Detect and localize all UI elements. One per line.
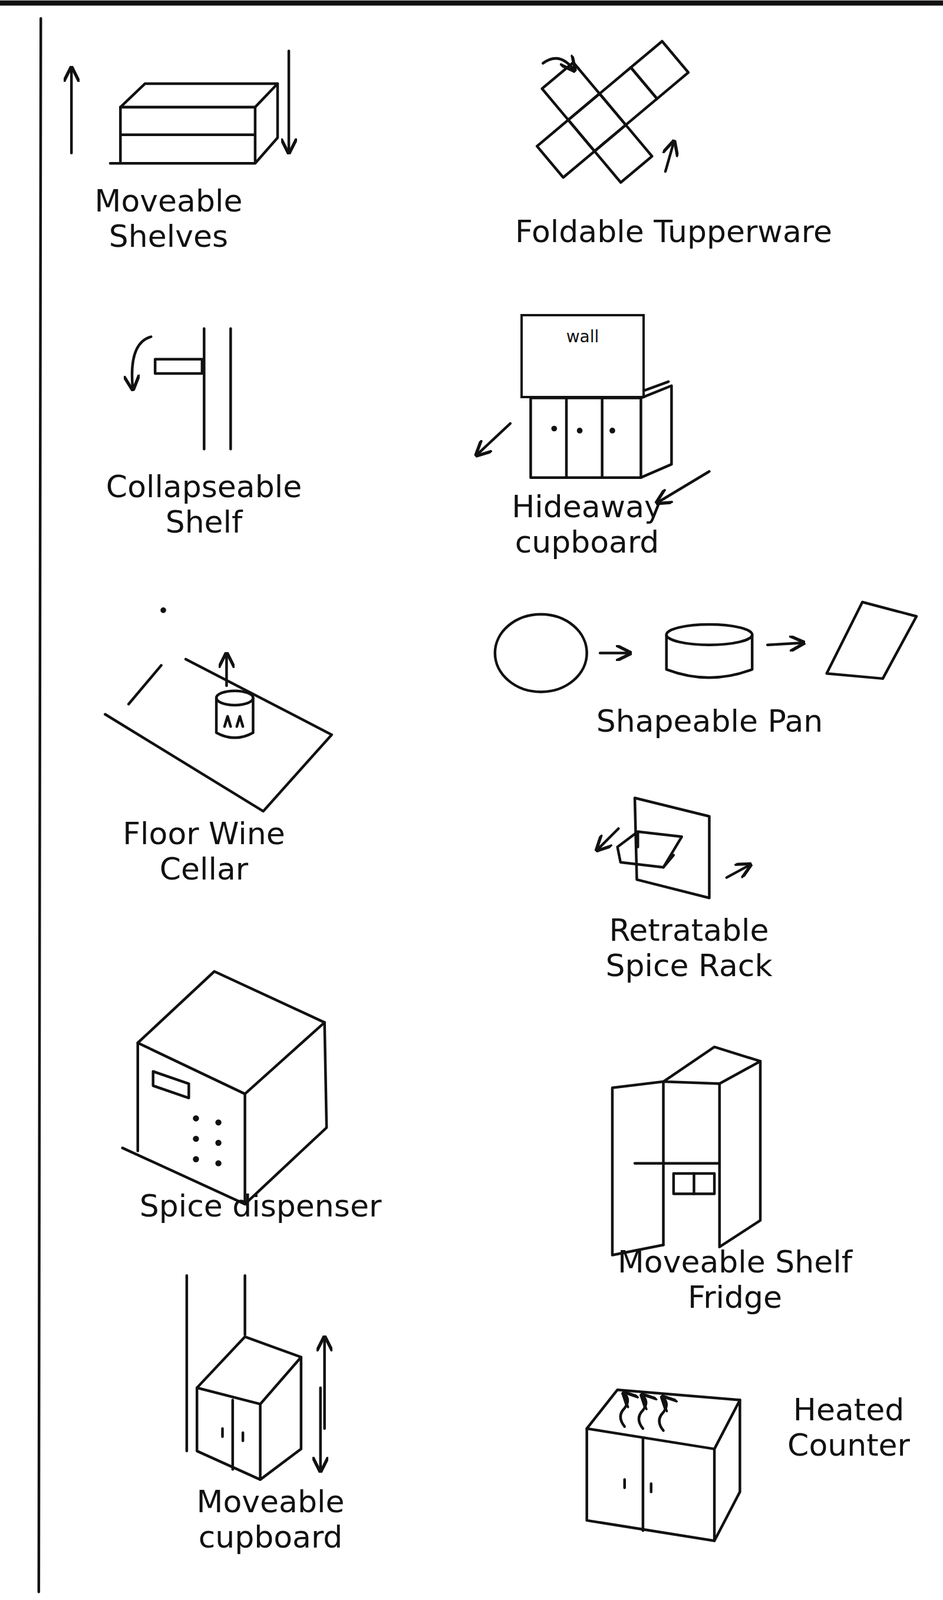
hideaway-cupboard-sketch	[477, 381, 710, 503]
idea-label: Spice dispenser	[54, 1189, 467, 1225]
wall-panel: wall	[520, 314, 645, 399]
idea-label: Moveable cupboard	[173, 1485, 368, 1556]
spice-dispenser-sketch	[122, 971, 327, 1205]
moveable-shelves-sketch	[71, 51, 289, 164]
floor-wine-cellar-sketch	[104, 608, 332, 812]
wall-text: wall	[522, 316, 643, 347]
idea-label: Hideaway cupboard	[489, 489, 685, 561]
page-border	[38, 18, 41, 1593]
fridge-sketch	[612, 1047, 761, 1256]
idea-label: Retratable Spice Rack	[576, 913, 801, 985]
idea-label: Floor Wine Cellar	[91, 816, 316, 888]
idea-label: Heated Counter	[769, 1393, 929, 1465]
page-top-edge	[0, 0, 943, 6]
idea-label: Moveable Shelves	[80, 183, 257, 255]
idea-label: Shapeable Pan	[532, 704, 887, 740]
foldable-tupperware-sketch	[510, 10, 715, 209]
idea-label: Foldable Tupperware	[437, 214, 910, 250]
shapeable-pan-sketch	[495, 602, 917, 692]
idea-label: Moveable Shelf Fridge	[593, 1245, 877, 1317]
heated-counter-sketch	[587, 1390, 741, 1542]
idea-label: Collapseable Shelf	[80, 469, 328, 541]
retractable-spice-rack-sketch	[598, 798, 750, 899]
collapseable-shelf-sketch	[132, 328, 231, 450]
moveable-cupboard-sketch	[186, 1275, 325, 1480]
